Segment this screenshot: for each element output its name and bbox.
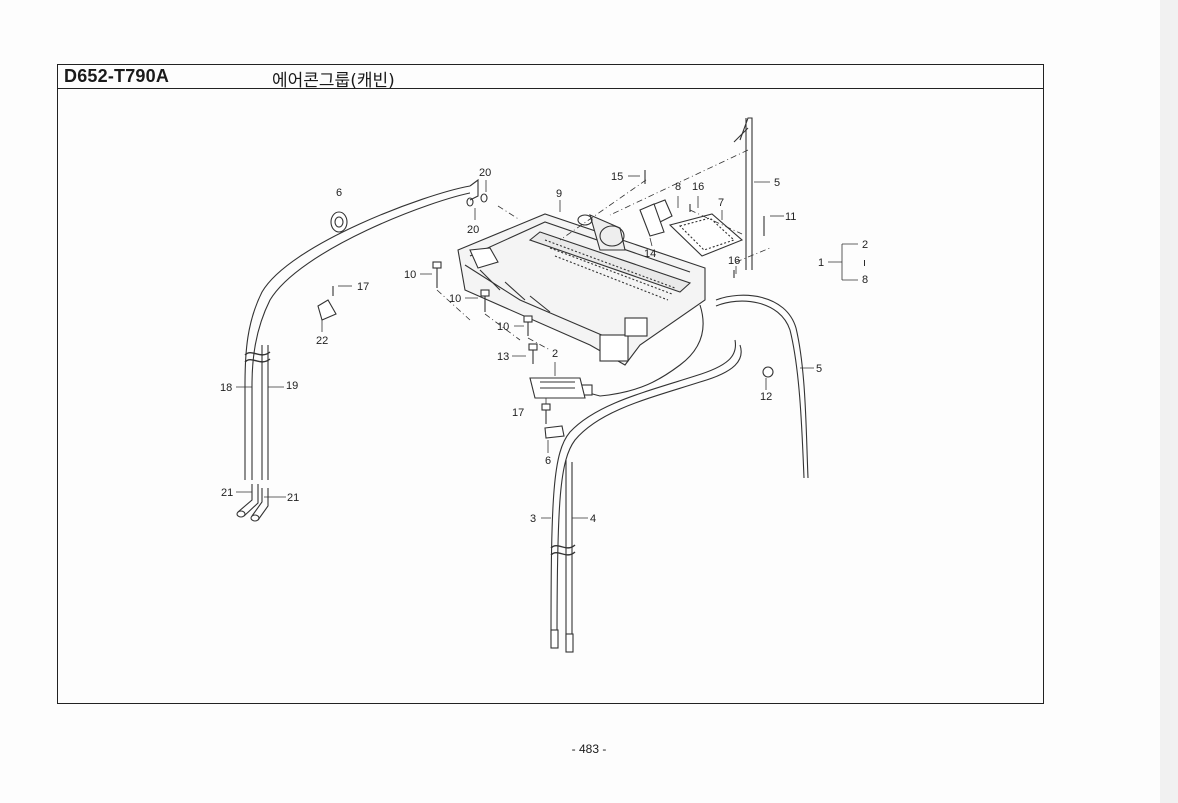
hose-18-19 — [244, 178, 479, 480]
callout-18: 18 — [220, 382, 232, 394]
clamp-6-bottom — [544, 425, 565, 439]
hose-3-4 — [550, 339, 742, 653]
callout-5-bottom: 5 — [816, 363, 822, 375]
callout-leaders — [236, 175, 858, 519]
callout-3: 3 — [530, 513, 536, 525]
elbow-fittings-21 — [236, 484, 269, 522]
part-group-code: D652-T790A — [64, 66, 170, 86]
drain-tube-lower-5 — [715, 294, 809, 479]
callout-10-c: 10 — [497, 321, 509, 333]
bracket-2 — [529, 377, 586, 399]
drain-tube-upper-5 — [733, 117, 753, 270]
grommet-12 — [762, 366, 774, 378]
filter-assembly-7 — [639, 199, 744, 257]
grommet-6-top — [330, 211, 348, 233]
callout-15: 15 — [611, 171, 623, 183]
callout-7: 7 — [718, 197, 724, 209]
callout-1: 1 — [818, 257, 824, 269]
callout-13: 13 — [497, 351, 509, 363]
range-separator: ı — [863, 257, 866, 269]
callout-4: 4 — [590, 513, 596, 525]
callout-8: 8 — [675, 181, 681, 193]
callout-14: 14 — [644, 248, 656, 260]
callout-labels: 6 17 22 18 19 21 21 20 20 9 10 10 10 13 … — [220, 167, 868, 525]
callout-10-a: 10 — [404, 269, 416, 281]
callout-22: 22 — [316, 335, 328, 347]
callout-20-top: 20 — [479, 167, 491, 179]
callout-19: 19 — [286, 380, 298, 392]
callout-2-bracket: 2 — [552, 348, 558, 360]
callout-16-bottom: 16 — [728, 255, 740, 267]
orings-20 — [466, 193, 488, 207]
ac-unit-housing — [457, 213, 706, 366]
page-number: - 483 - — [571, 742, 607, 756]
callout-8-range-end: 8 — [862, 274, 868, 286]
scan-edge — [1160, 0, 1178, 803]
callout-16-top: 16 — [692, 181, 704, 193]
callout-21-left: 21 — [221, 487, 233, 499]
page-header: D652-T790A 에어콘그룹(캐빈) — [58, 65, 1043, 91]
bolts — [332, 170, 765, 424]
callout-5-top: 5 — [774, 177, 780, 189]
callout-17-bottom: 17 — [512, 407, 524, 419]
diagram-frame: D652-T790A 에어콘그룹(캐빈) — [57, 64, 1044, 704]
assembly-guide-lines — [436, 149, 771, 406]
clamp-22 — [317, 299, 337, 321]
callout-12: 12 — [760, 391, 772, 403]
callout-6-top: 6 — [336, 187, 342, 199]
callout-20-bottom: 20 — [467, 224, 479, 236]
callout-17-left: 17 — [357, 281, 369, 293]
callout-9: 9 — [556, 188, 562, 200]
callout-6-bottom: 6 — [545, 455, 551, 467]
part-group-title: 에어콘그룹(캐빈) — [272, 71, 395, 91]
callout-10-b: 10 — [449, 293, 461, 305]
callout-11: 11 — [785, 211, 796, 223]
callout-2-range-start: 2 — [862, 239, 868, 251]
callout-21-right: 21 — [287, 492, 299, 504]
